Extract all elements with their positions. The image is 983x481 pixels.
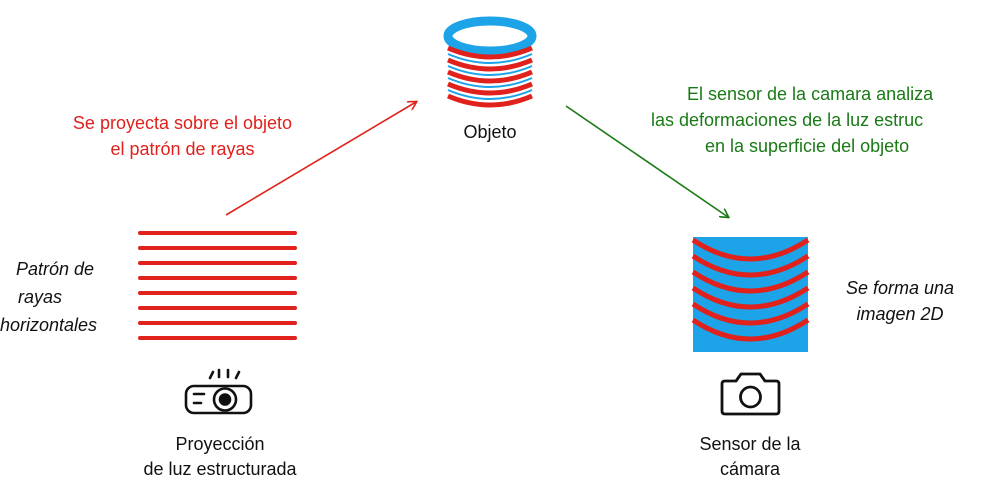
projection-caption-line2: el patrón de rayas <box>110 139 255 159</box>
pattern-caption-line2: rayas <box>17 287 62 307</box>
analysis-caption-line3: en la superficie del objeto <box>705 136 910 156</box>
camera-icon <box>720 372 781 416</box>
projector-caption-line2: de luz estructurada <box>143 459 297 479</box>
sensor-caption-line2: cámara <box>719 459 781 479</box>
object-cylinder-icon <box>443 16 537 108</box>
projection-caption-line1: Se proyecta sobre el objeto <box>72 113 293 133</box>
pattern-caption-line3: horizontales <box>0 315 98 335</box>
image-caption-line2: imagen 2D <box>856 304 944 324</box>
image-caption-line1: Se forma una <box>845 278 955 298</box>
captured-image <box>691 237 810 352</box>
object-label: Objeto <box>463 122 517 142</box>
capture-arrow <box>565 105 728 217</box>
projection-arrow <box>225 102 416 216</box>
analysis-caption-line1: El sensor de la camara analiza <box>687 84 934 104</box>
stripe-pattern <box>138 231 297 340</box>
sensor-caption-line1: Sensor de la <box>699 434 801 454</box>
projector-caption-line1: Proyección <box>175 434 265 454</box>
pattern-caption-line1: Patrón de <box>15 259 95 279</box>
projector-icon <box>184 368 253 415</box>
analysis-caption-line2: las deformaciones de la luz estruc <box>651 110 924 130</box>
